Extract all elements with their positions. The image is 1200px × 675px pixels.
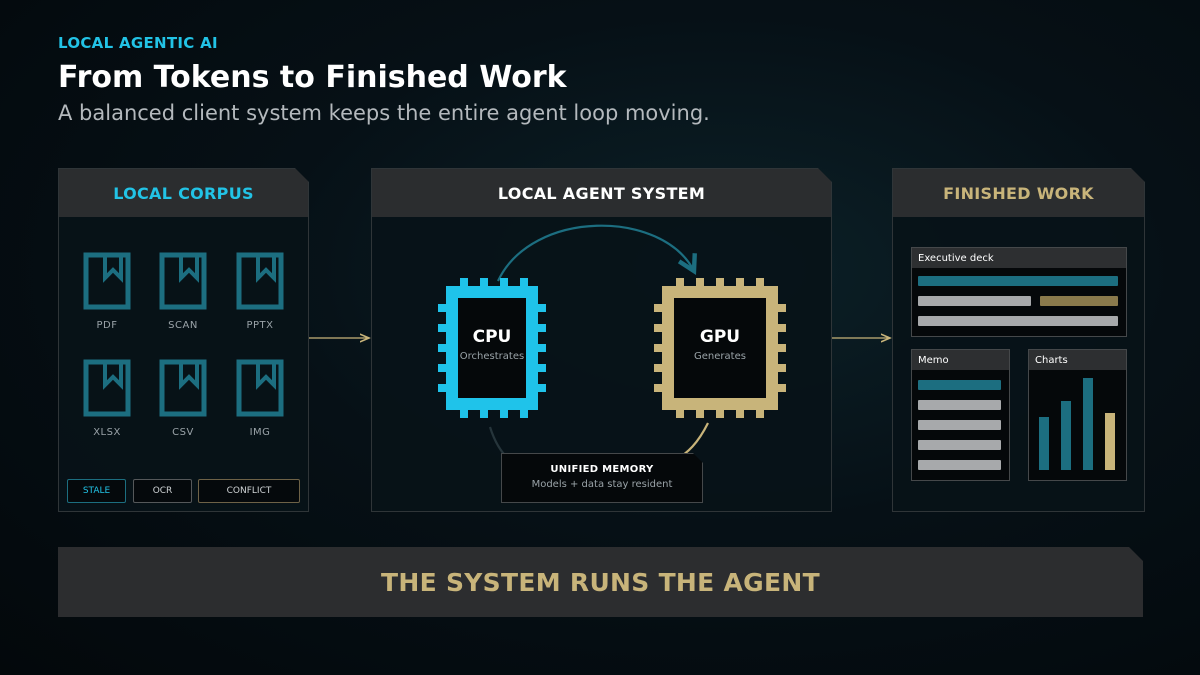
deck-bar xyxy=(918,276,1118,286)
unified-memory-subtitle: Models + data stay resident xyxy=(531,479,673,490)
page-title: From Tokens to Finished Work xyxy=(58,60,567,95)
gpu-role: Generates xyxy=(694,351,746,362)
memo-title: Memo xyxy=(912,350,1009,370)
memo-line xyxy=(918,400,1001,410)
local-corpus-panel: LOCAL CORPUS PDF SCAN PPTX XLSX CSV IMG xyxy=(58,168,309,512)
executive-deck-card[interactable]: Executive deck xyxy=(911,247,1127,337)
executive-deck-title: Executive deck xyxy=(912,248,1126,268)
file-label: PPTX xyxy=(246,320,274,331)
deck-bar xyxy=(918,296,1031,306)
local-corpus-title: LOCAL CORPUS xyxy=(59,169,308,217)
file-label: PDF xyxy=(96,320,118,331)
gpu-name: GPU xyxy=(699,327,741,347)
tag-stale: STALE xyxy=(67,479,126,503)
file-scan[interactable]: SCAN xyxy=(153,252,213,331)
document-icon xyxy=(230,252,290,310)
file-xlsx[interactable]: XLSX xyxy=(77,359,137,438)
document-icon xyxy=(77,252,137,310)
file-pptx[interactable]: PPTX xyxy=(230,252,290,331)
cpu-role: Orchestrates xyxy=(459,351,525,362)
tag-ocr: OCR xyxy=(133,479,192,503)
local-agent-system-title: LOCAL AGENT SYSTEM xyxy=(372,169,831,217)
memo-line xyxy=(918,440,1001,450)
file-img[interactable]: IMG xyxy=(230,359,290,438)
file-label: SCAN xyxy=(168,320,198,331)
tag-conflict: CONFLICT xyxy=(198,479,300,503)
memo-line xyxy=(918,380,1001,390)
deck-bar xyxy=(1040,296,1118,306)
mini-chart-bar xyxy=(1083,378,1093,470)
local-agent-system-panel: LOCAL AGENT SYSTEM xyxy=(371,168,832,512)
finished-work-title: FINISHED WORK xyxy=(893,169,1144,217)
memo-line xyxy=(918,420,1001,430)
document-icon xyxy=(77,359,137,417)
mini-chart-bar xyxy=(1061,401,1071,470)
finished-work-panel: FINISHED WORK Executive deck Memo Charts xyxy=(892,168,1145,512)
mini-bar-chart xyxy=(1029,370,1126,480)
cpu-label: CPU Orchestrates xyxy=(445,327,539,362)
gpu-label: GPU Generates xyxy=(673,327,767,362)
memo-card[interactable]: Memo xyxy=(911,349,1010,481)
file-label: XLSX xyxy=(93,427,121,438)
document-icon xyxy=(153,359,213,417)
mini-chart-bar xyxy=(1105,413,1115,470)
memo-line xyxy=(918,460,1001,470)
file-label: CSV xyxy=(172,427,194,438)
document-icon xyxy=(230,359,290,417)
cpu-name: CPU xyxy=(472,327,512,347)
page-subtitle: A balanced client system keeps the entir… xyxy=(58,101,710,125)
file-pdf[interactable]: PDF xyxy=(77,252,137,331)
file-label: IMG xyxy=(249,427,271,438)
document-icon xyxy=(153,252,213,310)
cpu-chip xyxy=(438,278,546,418)
unified-memory-box: UNIFIED MEMORY Models + data stay reside… xyxy=(501,453,703,503)
loop-arc-top xyxy=(498,226,694,281)
gpu-chip xyxy=(654,278,786,418)
charts-card[interactable]: Charts xyxy=(1028,349,1127,481)
summary-banner: THE SYSTEM RUNS THE AGENT xyxy=(58,547,1143,617)
file-csv[interactable]: CSV xyxy=(153,359,213,438)
agent-loop-diagram xyxy=(372,169,831,511)
charts-title: Charts xyxy=(1029,350,1126,370)
mini-chart-bar xyxy=(1039,417,1049,470)
deck-bar xyxy=(918,316,1118,326)
kicker: LOCAL AGENTIC AI xyxy=(58,34,218,52)
unified-memory-title: UNIFIED MEMORY xyxy=(550,464,654,475)
